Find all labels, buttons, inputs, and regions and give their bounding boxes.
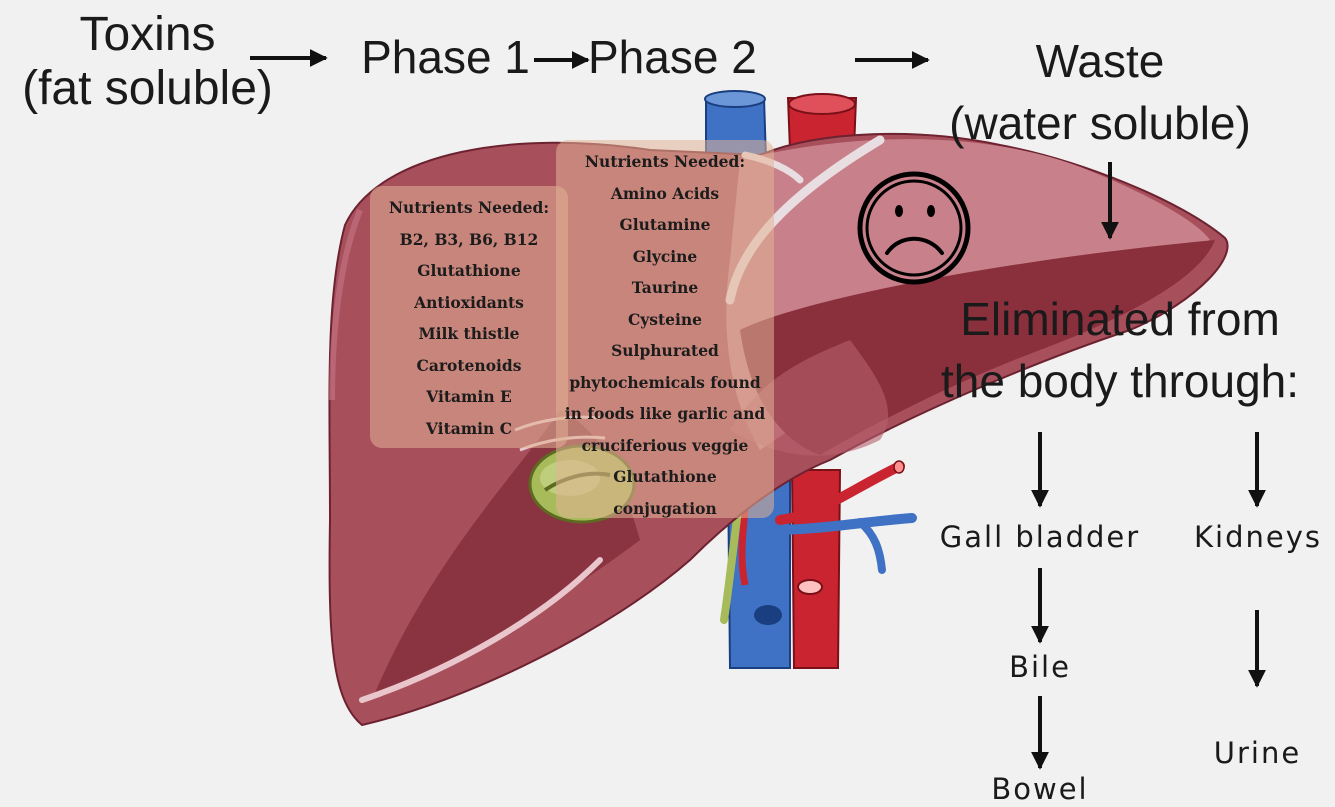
phase1-nutrients-box: Nutrients Needed: B2, B3, B6, B12 Glutat… xyxy=(370,186,568,448)
phase2-label: Phase 2 xyxy=(588,30,753,84)
phase1-nutrient-item: Carotenoids xyxy=(378,350,560,382)
phase2-nutrients-title: Nutrients Needed: xyxy=(564,146,766,178)
phase2-nutrient-item: Cysteine xyxy=(564,304,766,336)
waste-label: Waste (water soluble) xyxy=(940,30,1260,154)
phase2-nutrient-item: in foods like garlic and xyxy=(564,398,766,430)
elimination-heading: Eliminated from the body through: xyxy=(925,288,1315,412)
gall-bladder-label: Gall bladder xyxy=(930,520,1150,554)
phase2-nutrient-item: phytochemicals found xyxy=(564,367,766,399)
phase1-nutrient-item: Antioxidants xyxy=(378,287,560,319)
phase2-nutrient-item: Taurine xyxy=(564,272,766,304)
phase2-nutrient-item: Sulphurated xyxy=(564,335,766,367)
urine-label: Urine xyxy=(1200,736,1315,770)
phase2-nutrient-item: cruciferious veggie xyxy=(564,430,766,462)
phase1-nutrient-item: Vitamin C xyxy=(378,413,560,445)
toxins-label: Toxins (fat soluble) xyxy=(10,8,285,116)
bowel-label: Bowel xyxy=(975,772,1105,806)
phase1-nutrient-item: B2, B3, B6, B12 xyxy=(378,224,560,256)
phase1-label: Phase 1 xyxy=(358,30,533,84)
phase2-nutrient-item: Glycine xyxy=(564,241,766,273)
phase2-nutrient-item: conjugation xyxy=(564,493,766,525)
kidneys-label: Kidneys xyxy=(1188,520,1328,554)
phase2-nutrient-item: Glutathione xyxy=(564,461,766,493)
phase2-nutrient-item: Glutamine xyxy=(564,209,766,241)
phase1-nutrient-item: Glutathione xyxy=(378,255,560,287)
phase2-nutrient-item: Amino Acids xyxy=(564,178,766,210)
bile-label: Bile xyxy=(990,650,1090,684)
phase1-nutrient-item: Vitamin E xyxy=(378,381,560,413)
phase2-nutrients-box: Nutrients Needed: Amino Acids Glutamine … xyxy=(556,140,774,518)
phase1-nutrient-item: Milk thistle xyxy=(378,318,560,350)
phase1-nutrients-title: Nutrients Needed: xyxy=(378,192,560,224)
